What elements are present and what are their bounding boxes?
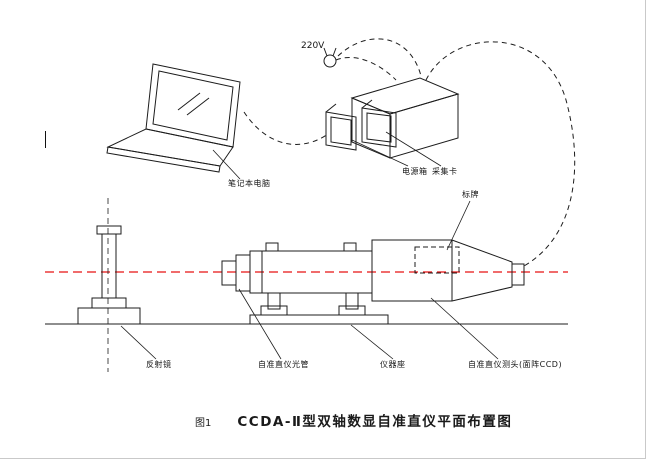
nameplate-label: 标牌: [462, 190, 479, 199]
nameplate-box: [414, 246, 460, 274]
cursor-mark: [45, 131, 46, 148]
instrument-base-drawing: [249, 314, 389, 325]
laptop-drawing: [106, 63, 241, 173]
leader-lines: [120, 131, 499, 360]
figure-number: 图1: [195, 418, 212, 429]
power-box-label: 电源箱: [402, 167, 428, 176]
voltage-label: 220V: [301, 41, 325, 51]
collimator-tube-drawing: [221, 242, 373, 316]
reflector-label: 反射镜: [146, 360, 172, 369]
measuring-head-drawing: [371, 239, 525, 302]
instrument-base-label: 仪器座: [380, 360, 406, 369]
collimator-tube-label: 自准直仪光管: [258, 360, 309, 369]
measuring-head-label: 自准直仪测头(面阵CCD): [468, 360, 563, 369]
reflector-drawing: [77, 198, 141, 372]
power-plug-icon: [323, 47, 337, 68]
figure-caption: 图1 CCDA-Ⅱ型双轴数显自准直仪平面布置图: [195, 410, 512, 430]
cable-curves: [243, 38, 576, 267]
laptop-label: 笔记本电脑: [228, 179, 271, 188]
figure-title: CCDA-Ⅱ型双轴数显自准直仪平面布置图: [237, 414, 513, 430]
power-box-drawing: [325, 77, 460, 159]
capture-card-label: 采集卡: [432, 167, 458, 176]
